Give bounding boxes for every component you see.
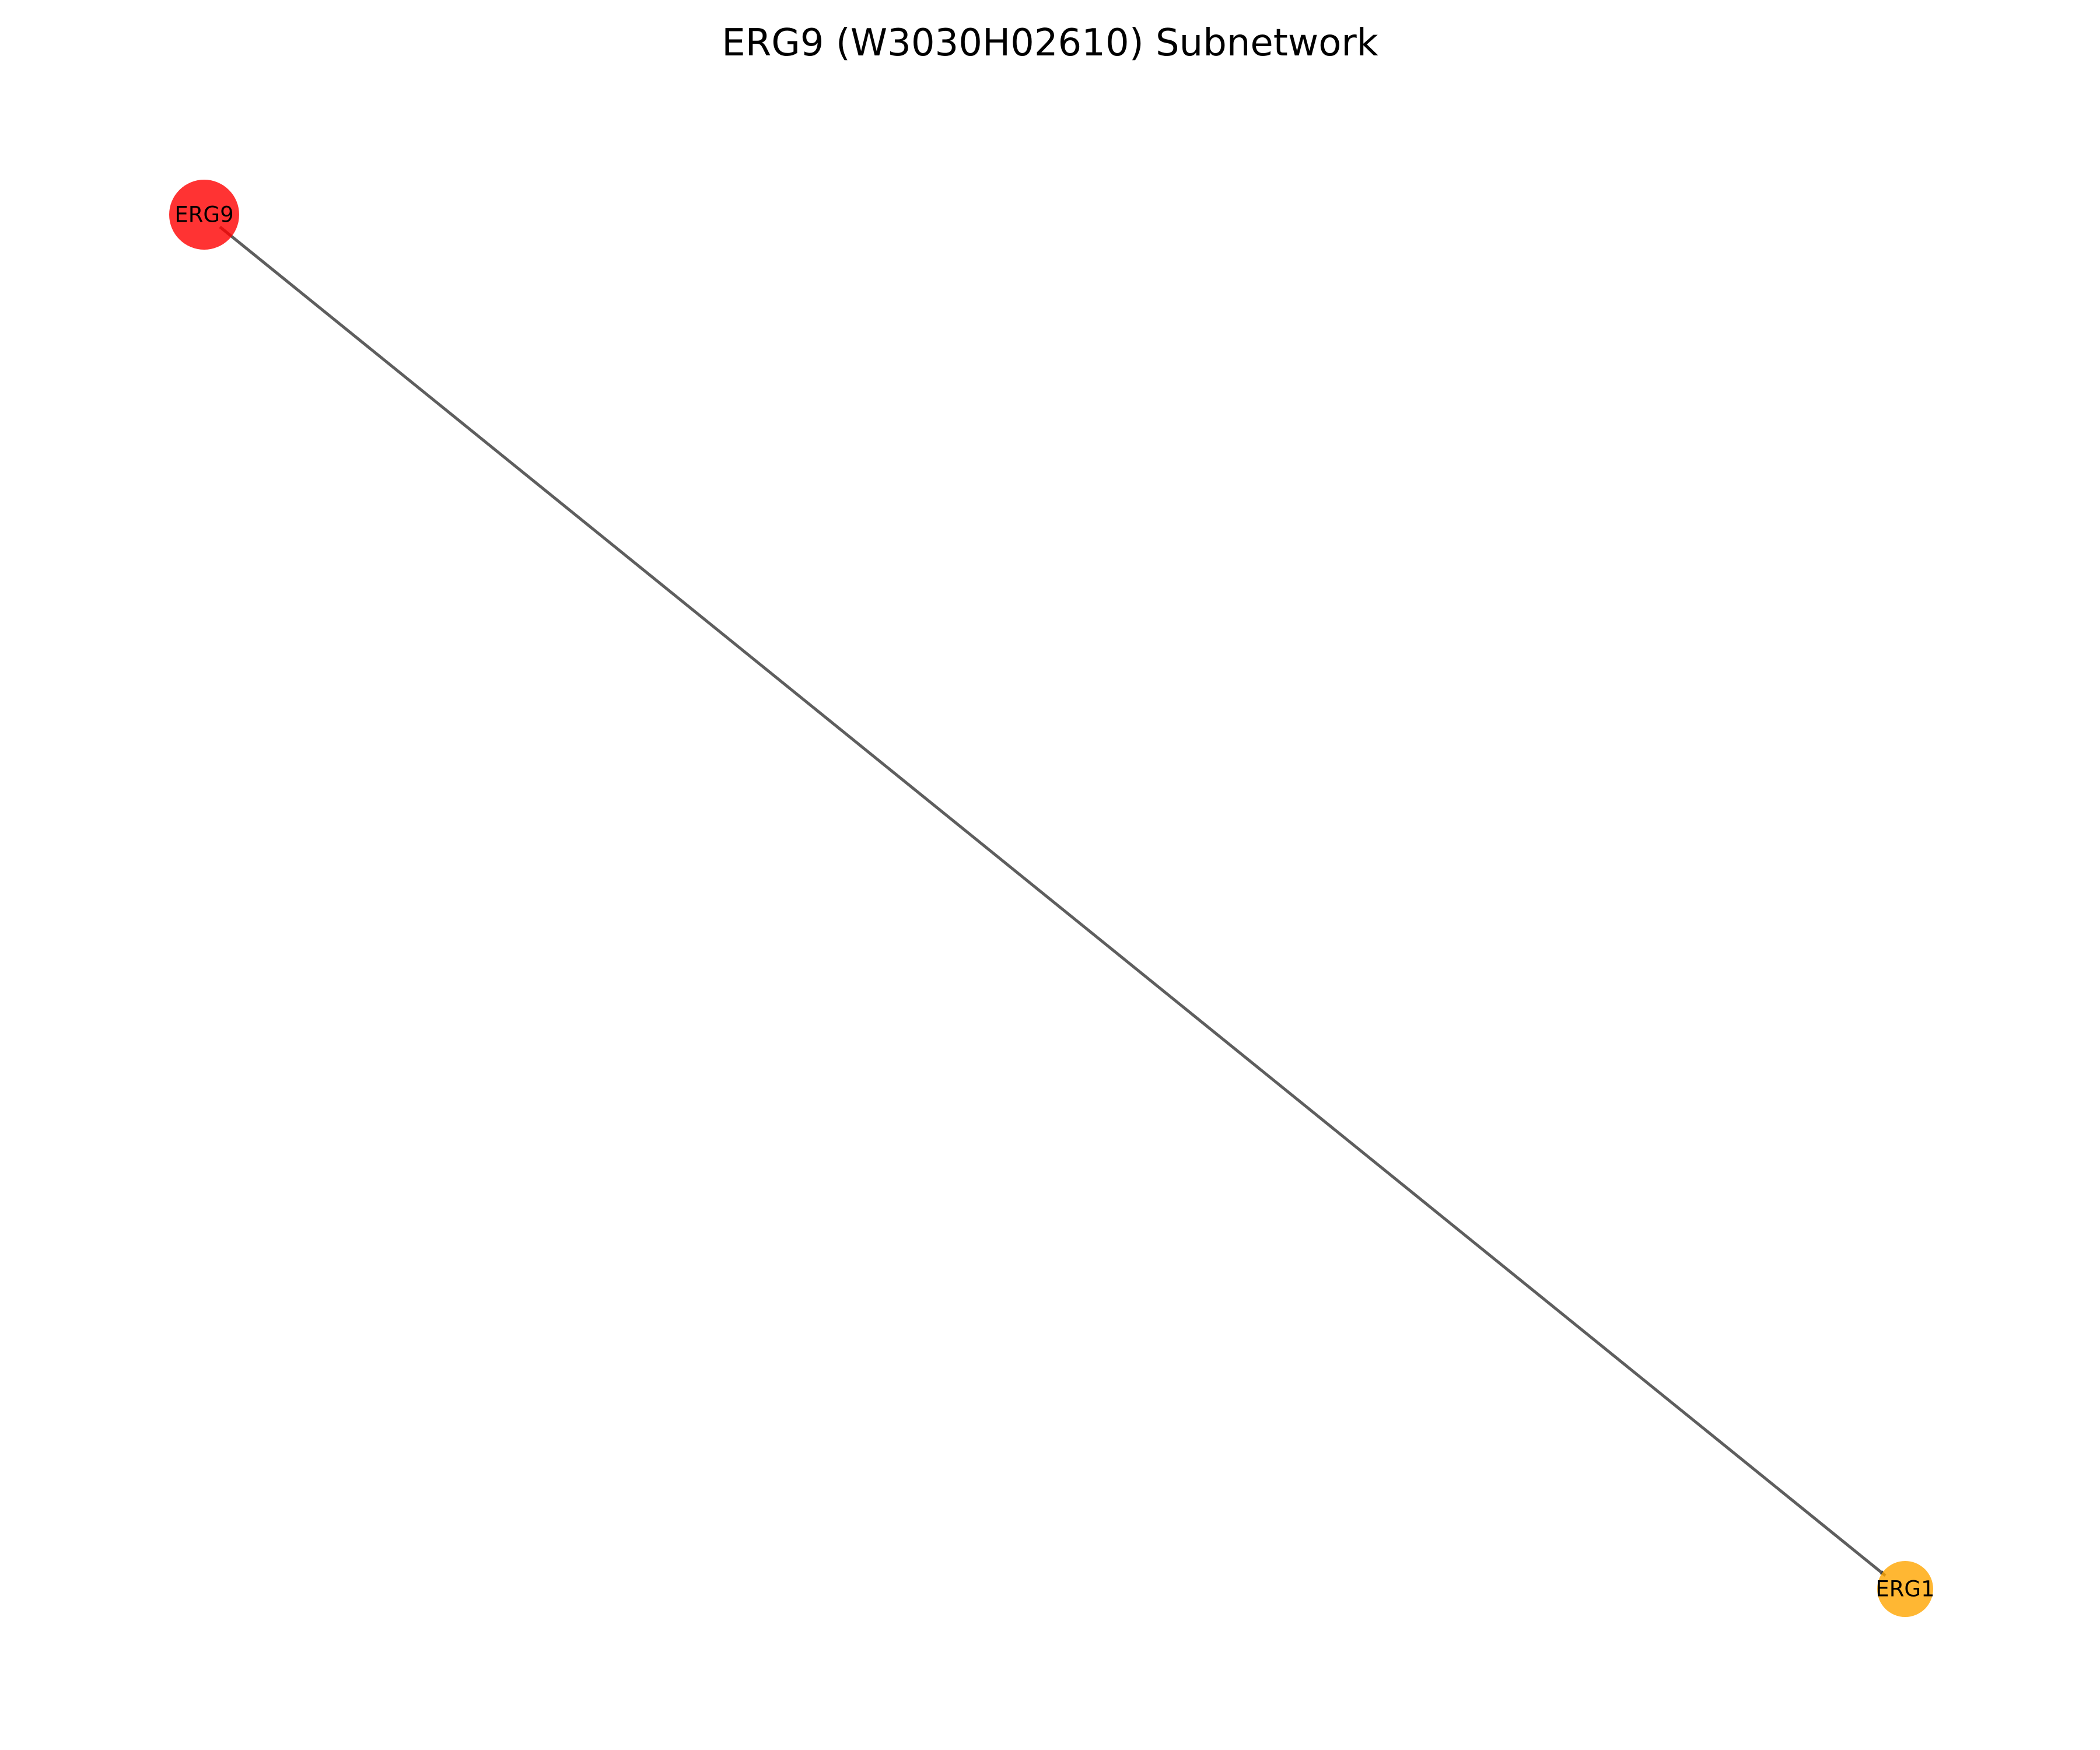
node-erg1[interactable]: ERG1	[1875, 1561, 1935, 1617]
node-erg1-circle	[1877, 1561, 1933, 1617]
nodes-layer: ERG9 ERG1	[169, 180, 1935, 1617]
diagram-title: ERG9 (W3030H02610) Subnetwork	[722, 22, 1378, 65]
node-erg1-label: ERG1	[1875, 1577, 1934, 1602]
node-erg9-circle	[169, 180, 239, 250]
edge-erg9-to-erg1	[219, 226, 1887, 1577]
node-erg9[interactable]: ERG9	[169, 180, 239, 250]
edges-layer	[219, 226, 1887, 1577]
node-erg9-label: ERG9	[174, 202, 233, 228]
